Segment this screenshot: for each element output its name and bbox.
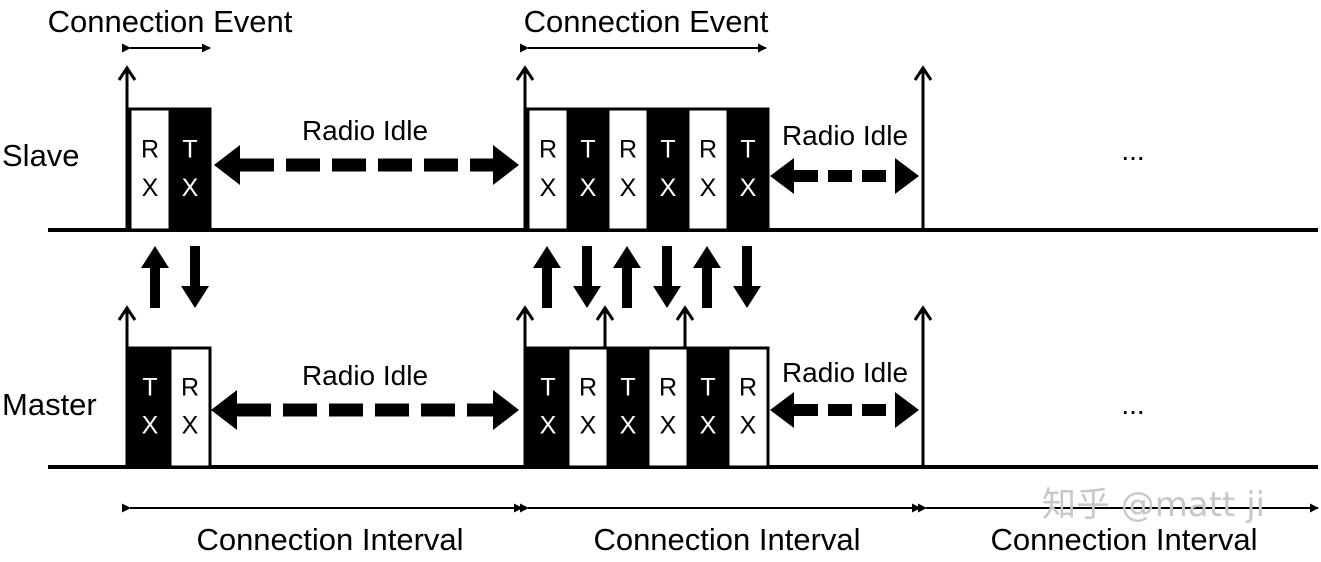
transfer-arrow-up [533, 246, 561, 308]
slave-event-2-packet-letter: X [540, 174, 557, 202]
master-event-2-packet-letter: X [540, 412, 557, 440]
master-row-label: Master [2, 387, 97, 422]
master-event-2-packet-letter: R [659, 374, 677, 402]
master-event-2-packet-letter: X [740, 412, 757, 440]
watermark: 知乎 @matt ji [1042, 485, 1265, 525]
master-event-1-packet-letter: X [142, 412, 159, 440]
slave-interval-markers [117, 65, 933, 230]
master-event-1-packet-letter: T [142, 374, 157, 402]
slave-event-2-packet-letter: T [660, 135, 675, 163]
master-event-2-packet-letter: R [739, 374, 757, 402]
slave-radio-idle-arrow-1 [214, 145, 519, 185]
slave-event-2-packet-letter: R [699, 135, 717, 163]
master-event-2-packet-letter: X [700, 412, 717, 440]
slave-event-1-packet-letter: R [141, 135, 159, 163]
slave-event-1-rx-packet: RX [128, 107, 172, 232]
master-event-1-rx-packet: RX [168, 346, 212, 469]
master-event-2-tx-packet: TX [686, 346, 730, 469]
master-event-2-packet-letter: T [700, 374, 715, 402]
slave-event-2-tx-packet: TX [646, 107, 690, 232]
master-event-2-tx-packet: TX [526, 346, 570, 469]
transfer-arrow-up [693, 246, 721, 308]
slave-event-2-rx-packet: RX [606, 107, 650, 232]
master-radio-idle-arrow-1 [211, 390, 519, 430]
connection-interval-label-3: Connection Interval [990, 522, 1257, 557]
master-event-2-packet-letter: X [620, 412, 637, 440]
slave-event-2-packet-letter: X [660, 174, 677, 202]
transfer-arrows [141, 246, 761, 308]
master-radio-idle-label-1: Radio Idle [302, 360, 428, 391]
master-event-2-packet-letter: R [579, 374, 597, 402]
slave-event-2-tx-packet: TX [566, 107, 610, 232]
master-event-1-packet-letter: R [181, 374, 199, 402]
slave-event-2-packet-letter: X [700, 174, 717, 202]
slave-event-2-packet-letter: T [580, 135, 595, 163]
transfer-arrow-down [733, 246, 761, 308]
slave-row-label: Slave [2, 138, 80, 173]
transfer-arrow-down [181, 246, 209, 308]
slave-event-2-packet-letter: R [539, 135, 557, 163]
slave-ellipsis: ... [1121, 135, 1144, 166]
transfer-arrow-up [141, 246, 169, 308]
slave-event-1-packet-letter: X [182, 174, 199, 202]
slave-radio-idle-label-2: Radio Idle [782, 120, 908, 151]
slave-event-2-packet-letter: X [740, 174, 757, 202]
slave-event-2-rx-packet: RX [526, 107, 570, 232]
master-event-2-tx-packet: TX [606, 346, 650, 469]
slave-event-2-packet-letter: T [740, 135, 755, 163]
master-event-1-packet-letter: X [182, 412, 199, 440]
transfer-arrow-down [573, 246, 601, 308]
master-event-2-rx-packet: RX [646, 346, 690, 469]
slave-event-1-packet-letter: X [142, 174, 159, 202]
slave-event-1-tx-packet: TX [168, 107, 212, 232]
slave-event-2-packet-letter: X [620, 174, 637, 202]
master-event-2-packet-letter: X [660, 412, 677, 440]
master-ellipsis: ... [1121, 389, 1144, 420]
master-event-1-tx-packet: TX [128, 346, 172, 469]
master-event-2-rx-packet: RX [566, 346, 610, 469]
master-radio-idle-arrow-2 [770, 392, 919, 428]
master-event-2-packet-letter: T [620, 374, 635, 402]
slave-event-1-packet-letter: T [182, 135, 197, 163]
slave-event-2-rx-packet: RX [686, 107, 730, 232]
transfer-arrow-down [653, 246, 681, 308]
master-event-2-packet-letter: T [540, 374, 555, 402]
connection-interval-label-2: Connection Interval [593, 522, 860, 557]
connection-interval-label-1: Connection Interval [196, 522, 463, 557]
transfer-arrow-up [613, 246, 641, 308]
slave-event-2-packet-letter: R [619, 135, 637, 163]
slave-radio-idle-arrow-2 [770, 158, 919, 194]
slave-radio-idle-label-1: Radio Idle [302, 115, 428, 146]
slave-event-2-tx-packet: TX [726, 107, 770, 232]
connection-event-label-1: Connection Event [48, 4, 293, 39]
master-event-2-rx-packet: RX [726, 346, 770, 469]
connection-event-label-2: Connection Event [524, 4, 769, 39]
master-radio-idle-label-2: Radio Idle [782, 357, 908, 388]
slave-event-2-packet-letter: X [580, 174, 597, 202]
master-event-2-packet-letter: X [580, 412, 597, 440]
master-interval-markers [117, 305, 933, 467]
